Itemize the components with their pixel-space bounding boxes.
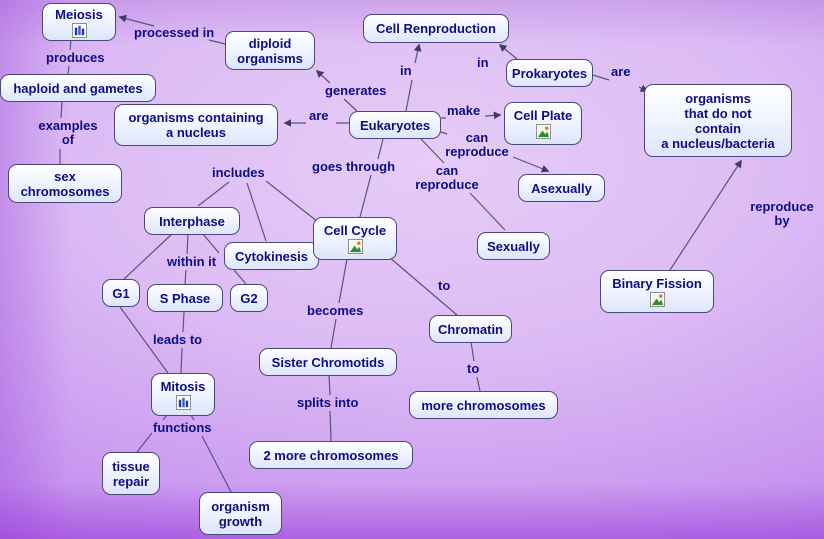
edge-arrow-to-cell-plate [484,111,502,120]
link-label-can-reproduce-asexually[interactable]: can reproduce [445,130,509,159]
node-sex-chromosomes[interactable]: sex chromosomes [8,164,122,203]
image-resource-icon[interactable] [347,239,363,254]
node-organism-growth[interactable]: organism growth [199,492,282,535]
link-label-can-reproduce-sexually[interactable]: can reproduce [415,163,479,192]
edge-arrow-eukaryotes-to-cell-reproduction [413,43,422,64]
link-label-make[interactable]: make [447,103,481,118]
node-cytokinesis-label: Cytokinesis [235,248,308,264]
node-eukaryotes[interactable]: Eukaryotes [349,111,441,139]
link-label-produces[interactable]: produces [46,50,105,65]
node-cell-cycle-label: Cell Cycle [323,223,387,238]
node-prokaryotes[interactable]: Prokaryotes [506,59,593,87]
node-interphase-label: Interphase [159,213,225,229]
node-organisms-containing-a-nucleus-label: organisms containing a nucleus [128,110,264,140]
node-mitosis-label: Mitosis [160,379,206,394]
node-chromatin[interactable]: Chromatin [429,315,512,343]
link-label-within-it[interactable]: within it [167,254,217,269]
chart-resource-icon[interactable] [71,22,87,38]
node-more-chromosomes[interactable]: more chromosomes [409,391,558,419]
image-resource-icon[interactable] [535,124,551,139]
node-interphase[interactable]: Interphase [144,207,240,235]
node-organisms-no-nucleus-label: organisms that do not contain a nucleus/… [661,90,775,151]
node-tissue-repair-label: tissue repair [112,458,150,489]
node-meiosis-label: Meiosis [55,6,103,22]
node-cell-plate[interactable]: Cell Plate [504,102,582,145]
link-label-splits-into[interactable]: splits into [297,395,359,410]
node-sex-chromosomes-label: sex chromosomes [20,168,110,199]
link-label-generates[interactable]: generates [325,83,387,98]
node-s-phase[interactable]: S Phase [147,284,223,312]
node-sister-chromotids-label: Sister Chromotids [271,354,385,370]
edge-arrow-to-meiosis [118,14,155,27]
node-cell-plate-label: Cell Plate [513,108,573,123]
node-haploid-and-gametes[interactable]: haploid and gametes [0,74,156,102]
node-more-chromosomes-label: more chromosomes [421,397,546,413]
link-label-includes[interactable]: includes [212,165,265,180]
link-label-to-more-chromosomes[interactable]: to [467,361,480,376]
node-g1-label: G1 [112,285,130,301]
edge-arrow-prokaryotes-to-cell-reproduction [498,44,518,60]
node-prokaryotes-label: Prokaryotes [511,65,588,81]
node-g2[interactable]: G2 [230,284,268,312]
edge-line-plain [59,39,610,493]
link-label-are-eukaryotes[interactable]: are [309,108,329,123]
node-s-phase-label: S Phase [159,290,211,306]
node-sexually-label: Sexually [487,238,540,254]
edge-arrow-to-asexually [512,156,550,173]
node-organisms-no-nucleus[interactable]: organisms that do not contain a nucleus/… [644,84,792,157]
node-binary-fission[interactable]: Binary Fission [600,270,714,313]
link-label-processed-in[interactable]: processed in [134,25,215,40]
link-label-are-prokaryotes[interactable]: are [611,64,631,79]
node-g2-label: G2 [240,290,258,306]
node-chromatin-label: Chromatin [438,321,503,337]
node-cell-cycle[interactable]: Cell Cycle [313,217,397,260]
node-diploid-organisms[interactable]: diploid organisms [225,31,315,70]
node-asexually[interactable]: Asexually [518,174,605,202]
link-label-becomes[interactable]: becomes [307,303,364,318]
node-two-more-chromosomes[interactable]: 2 more chromosomes [249,441,413,469]
node-tissue-repair[interactable]: tissue repair [102,452,160,495]
node-haploid-and-gametes-label: haploid and gametes [13,80,143,96]
node-sister-chromotids[interactable]: Sister Chromotids [259,348,397,376]
node-two-more-chromosomes-label: 2 more chromosomes [263,447,399,463]
link-label-leads-to[interactable]: leads to [153,332,203,347]
link-label-functions[interactable]: functions [153,420,212,435]
link-label-goes-through[interactable]: goes through [312,159,396,174]
link-label-in-eukaryotes[interactable]: in [400,63,412,78]
link-label-examples-of[interactable]: examples of [38,118,98,147]
node-organism-growth-label: organism growth [211,498,270,529]
node-diploid-organisms-label: diploid organisms [237,35,303,66]
link-label-in-prokaryotes[interactable]: in [477,55,489,70]
node-binary-fission-label: Binary Fission [612,276,702,291]
node-mitosis[interactable]: Mitosis [151,373,215,416]
edge-arrow-to-diploid-organisms [315,69,331,84]
edge-arrow-binary-fission-to-organisms [669,159,742,271]
node-meiosis[interactable]: Meiosis [42,3,116,41]
node-cell-reproduction[interactable]: Cell Renproduction [363,14,509,43]
node-asexually-label: Asexually [531,180,592,196]
node-eukaryotes-label: Eukaryotes [359,117,431,133]
image-resource-icon[interactable] [649,292,665,307]
node-sexually[interactable]: Sexually [477,232,550,260]
chart-resource-icon[interactable] [175,395,191,410]
node-cell-reproduction-label: Cell Renproduction [376,21,496,36]
link-label-to-chromatin[interactable]: to [438,278,451,293]
node-g1[interactable]: G1 [102,279,140,307]
node-organisms-containing-a-nucleus[interactable]: organisms containing a nucleus [114,104,278,146]
node-cytokinesis[interactable]: Cytokinesis [224,242,319,270]
link-label-reproduce-by[interactable]: reproduce by [750,199,814,228]
